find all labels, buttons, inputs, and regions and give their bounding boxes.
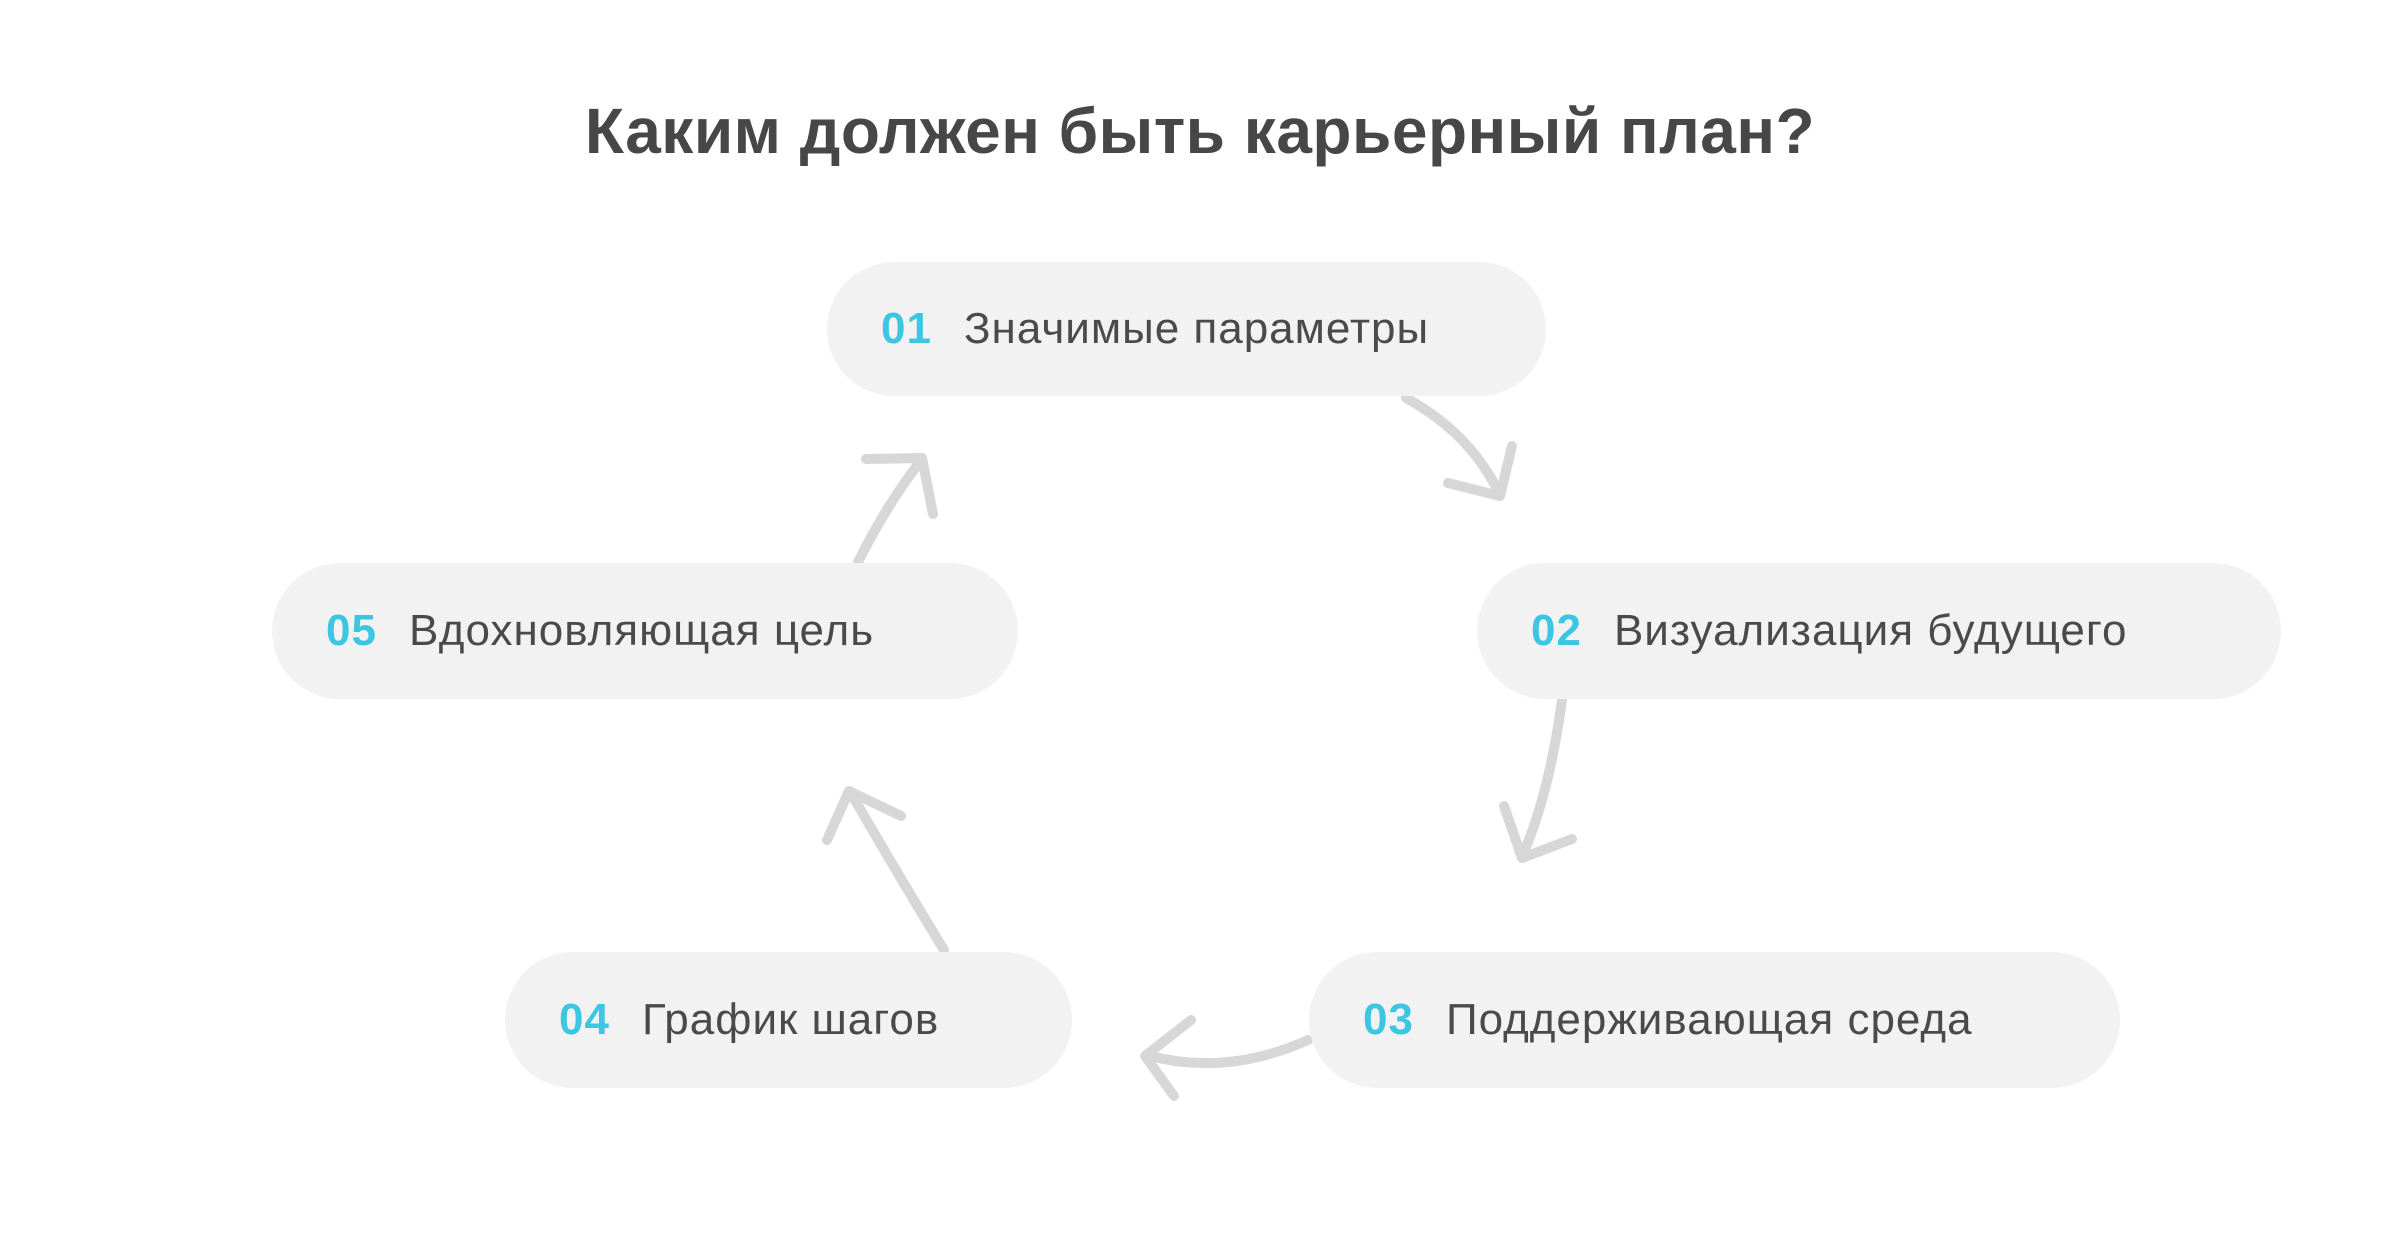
arrow-head: [1499, 801, 1577, 863]
step-pill-4: 04 График шагов: [505, 952, 1072, 1088]
arrow-head: [1140, 1015, 1196, 1101]
step-pill-1: 01 Значимые параметры: [827, 262, 1546, 396]
arrow-step2-to-step3-icon: [1499, 695, 1577, 863]
step-label: Значимые параметры: [963, 304, 1430, 353]
arrow-step5-to-step1-icon: [853, 453, 938, 567]
step-number: 04: [559, 995, 610, 1044]
arrow-shaft: [847, 790, 949, 955]
arrow-step4-to-step5-icon: [822, 786, 949, 955]
step-label: Визуализация будущего: [1613, 606, 2128, 655]
page-title: Каким должен быть карьерный план?: [584, 95, 1816, 167]
step-number: 01: [881, 304, 932, 353]
arrow-step3-to-step4-icon: [1140, 1015, 1313, 1101]
arrow-shaft: [853, 458, 924, 567]
step-number: 03: [1363, 995, 1414, 1044]
step-number: 05: [326, 606, 377, 655]
arrow-shaft: [1401, 393, 1502, 494]
step-pill-2: 02 Визуализация будущего: [1477, 563, 2281, 699]
arrow-step1-to-step2-icon: [1401, 393, 1517, 501]
step-pill-5: 05 Вдохновляющая цель: [272, 563, 1018, 699]
arrow-head: [822, 786, 906, 845]
arrow-head: [861, 453, 938, 519]
step-number: 02: [1531, 606, 1582, 655]
step-pill-3: 03 Поддерживающая среда: [1309, 952, 2120, 1088]
arrow-shaft: [1145, 1035, 1313, 1069]
arrow-shaft: [1518, 695, 1567, 859]
step-label: Вдохновляющая цель: [408, 606, 875, 655]
arrow-head: [1443, 441, 1517, 501]
step-label: График шагов: [641, 995, 940, 1044]
step-label: Поддерживающая среда: [1445, 995, 1973, 1044]
